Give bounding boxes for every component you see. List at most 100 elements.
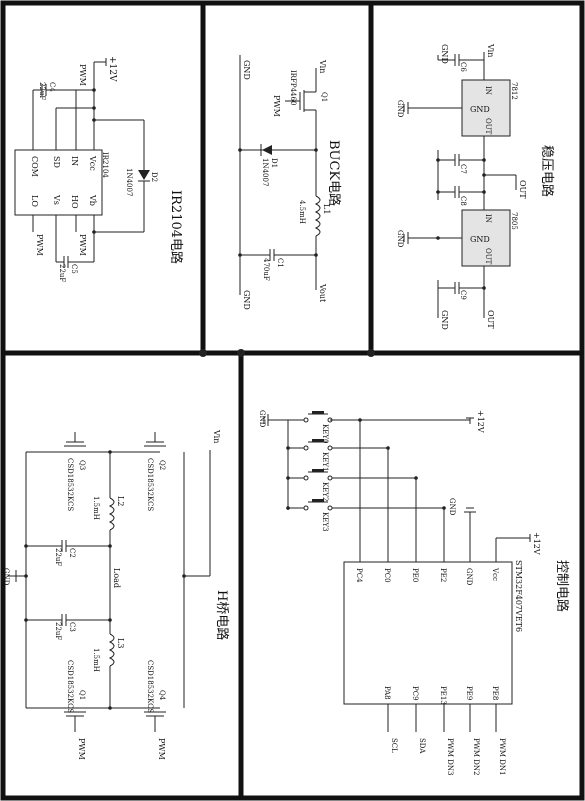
buck-l1-val: 4.5mH	[298, 200, 306, 224]
reg-7812	[461, 79, 511, 137]
hbridge-pwm-left: PWM	[77, 738, 86, 760]
ir2104-pin-ho: HO	[70, 195, 79, 209]
mcu-pin-bottom: PE8	[491, 686, 499, 700]
mcu-name: STM32F407VET6	[514, 560, 523, 632]
reg-7812-out: OUT	[484, 118, 492, 135]
buck-pwm: PWM	[272, 95, 281, 117]
reg-vin: Vin	[486, 43, 495, 57]
hbridge-q3-part: CSD18532KCS	[66, 458, 74, 511]
key-label: KEY3	[321, 512, 329, 531]
buck-gnd-top: GND	[242, 60, 251, 80]
hbridge-vin: Vin	[212, 429, 221, 443]
hbridge-q2-part: CSD18532KCS	[146, 458, 154, 511]
ir2104-pwm-bottom-right: PWM	[78, 234, 87, 256]
mcu-net-label: PWM DN1	[498, 738, 506, 776]
reg-c8: C8	[459, 196, 467, 206]
buck-gnd-bottom: GND	[242, 290, 251, 310]
ir2104-pin-sd: SD	[52, 156, 61, 168]
reg-out-bottom: OUT	[486, 310, 495, 329]
buck-c1-ref: C1	[276, 258, 284, 268]
hbridge-pwm-right: PWM	[157, 738, 166, 760]
buck-panel: BUCK电路 GND GND Vin Q1 IRFP4460 PWM D1 1N…	[238, 55, 342, 310]
hbridge-c2-val: 22uF	[54, 548, 62, 566]
reg-7805	[461, 209, 511, 267]
mcu-pin-top: Vcc	[491, 567, 499, 581]
buck-q1-part: IRFP4460	[289, 70, 297, 105]
reg-gnd-left1: GND	[396, 100, 404, 118]
buck-vin: Vin	[318, 59, 327, 73]
hbridge-l3-val: 1.5mH	[92, 648, 100, 672]
control-gnd-mid: GND	[448, 498, 456, 516]
regulator-panel: 稳压电路 Vin GND C6 7812 IN GND OUT GND C7 C…	[396, 43, 555, 330]
reg-7812-gnd: GND	[470, 105, 490, 114]
reg-gnd-bottom: GND	[440, 310, 449, 330]
reg-7812-name: 7812	[510, 82, 518, 100]
ir2104-pin-lo: LO	[30, 195, 39, 207]
hbridge-q1-part: CSD18532KCS	[66, 660, 74, 713]
reg-gnd-left2: GND	[396, 230, 404, 248]
hbridge-l3-ref: L3	[116, 638, 125, 648]
mcu-net-label: PWM DN2	[472, 738, 480, 776]
mcu-pin-bottom: PC9	[411, 686, 419, 701]
mcu-pin-bottom: PA8	[383, 686, 391, 700]
mcu-pin-top: GND	[465, 568, 473, 586]
reg-c6: C6	[459, 62, 467, 72]
ir2104-c5-val: 22uF	[58, 264, 66, 282]
reg-7805-name: 7805	[510, 212, 518, 230]
mcu-net-label: SDA	[418, 738, 426, 754]
ir2104-d2-ref: D2	[150, 172, 158, 182]
hbridge-c2-ref: C2	[68, 548, 76, 558]
ir2104-chip-name: IR2104	[101, 152, 109, 178]
reg-out-net: OUT	[518, 180, 527, 199]
control-gnd: GND	[258, 410, 266, 428]
hbridge-c3-ref: C3	[68, 622, 76, 632]
ir2104-pin-vcc: Vcc	[88, 155, 97, 171]
regulator-title: 稳压电路	[539, 145, 555, 197]
mcu-chip	[343, 561, 513, 705]
key-label: KEY1	[321, 452, 329, 471]
mcu-pin-top: PE2	[439, 568, 447, 582]
reg-c7: C7	[459, 164, 467, 174]
ir2104-d2-part: 1N4007	[125, 168, 133, 196]
reg-gnd-top: GND	[440, 44, 449, 64]
reg-c9: C9	[459, 290, 467, 300]
mcu-pin-top: PE0	[411, 568, 419, 582]
ir2104-pwm-top: PWM	[78, 64, 87, 86]
mcu-net-label: PWM DN3	[446, 738, 454, 776]
ir2104-supply-label: +12V	[107, 56, 117, 82]
hbridge-load: Load	[112, 568, 121, 588]
buck-l1-ref: L1	[322, 204, 331, 214]
ir2104-c5-ref: C5	[70, 264, 78, 274]
hbridge-gnd: GND	[2, 568, 10, 586]
ir2104-c4-ref: C4	[48, 82, 56, 92]
buck-vout: Vout	[318, 283, 327, 303]
buck-title: BUCK电路	[326, 140, 342, 206]
key-label: KEY0	[321, 424, 329, 443]
reg-7805-in: IN	[484, 214, 492, 223]
hbridge-c3-val: 22uF	[54, 622, 62, 640]
mcu-pin-bottom: PE13	[439, 686, 447, 705]
hbridge-panel: H桥电路 Vin GND Q3 CSD18532KCS Q2 CSD18532K…	[2, 429, 230, 760]
hbridge-q4-part: CSD18532KCS	[146, 660, 154, 713]
buck-c1-val: 470uF	[262, 258, 270, 281]
ir2104-pin-com: COM	[30, 156, 39, 177]
hbridge-q4-ref: Q4	[158, 690, 166, 701]
reg-7812-in: IN	[484, 86, 492, 95]
ir2104-pwm-bottom-left: PWM	[35, 234, 44, 256]
hbridge-l2-ref: L2	[116, 496, 125, 506]
reg-7805-out: OUT	[484, 248, 492, 265]
mcu-pin-top: PC0	[383, 568, 391, 583]
ir2104-pin-vs: Vs	[52, 194, 61, 205]
control-title: 控制电路	[554, 560, 570, 612]
control-supply-right: +12V	[532, 532, 541, 555]
hbridge-l2-val: 1.5mH	[92, 496, 100, 520]
hbridge-q3-ref: Q3	[78, 460, 86, 470]
buck-d1-ref: D1	[270, 158, 278, 168]
ir2104-title: IR2104电路	[168, 190, 184, 264]
